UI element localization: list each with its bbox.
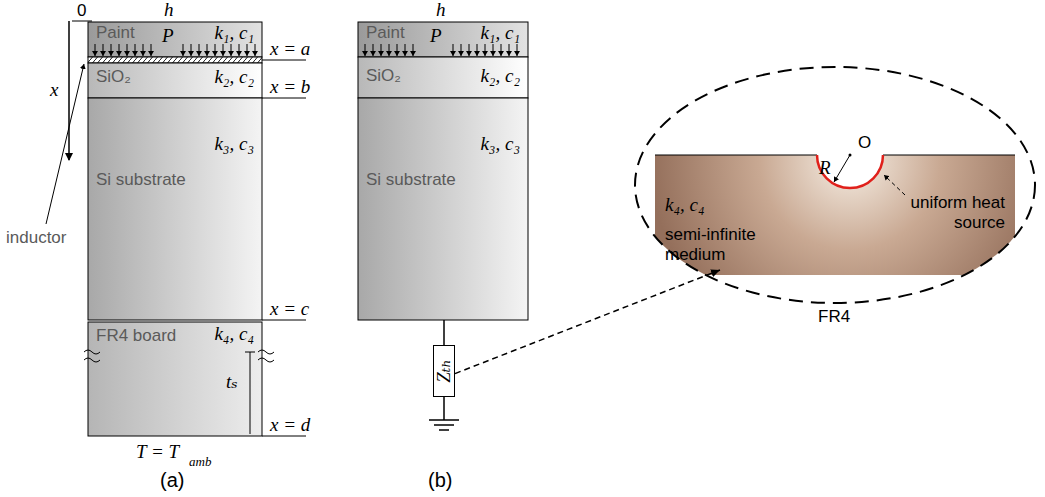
- node-text: SiO₂: [96, 67, 131, 87]
- panel-label: (b): [428, 470, 452, 490]
- thickness-label: tₛ: [226, 372, 238, 392]
- node-text: P: [162, 26, 174, 46]
- node-text: k₁, c₁: [214, 23, 254, 43]
- paint-layer: Paint Pk₁, c₁: [358, 22, 528, 57]
- boundary-condition: T = T: [136, 442, 179, 462]
- boundary-label: x = d: [270, 415, 310, 435]
- node-text: semi-infinite medium: [665, 225, 785, 265]
- node-text: k₃, c₃: [480, 134, 520, 154]
- width-label: h: [164, 0, 174, 20]
- si-substrate-layer: Si substrate k₃, c₃: [358, 98, 528, 320]
- panel-label: (a): [160, 470, 184, 490]
- width-label: h: [436, 0, 446, 20]
- boundary-label: x = c: [270, 299, 309, 319]
- node-text: SiO₂: [366, 66, 401, 86]
- inset-label: FR4: [818, 307, 850, 327]
- connector: [455, 270, 720, 374]
- node-text: Zₜₕ: [434, 359, 454, 382]
- axis-label: x: [50, 80, 58, 100]
- paint-layer: Paint Pk₁, c₁: [88, 22, 262, 57]
- boundary-label: x = b: [270, 77, 310, 97]
- radius-label: R: [819, 158, 831, 178]
- thermal-impedance-box: Zₜₕ: [433, 345, 455, 397]
- fr4-half-space-region: k₄, c₄ semi-infinite medium uniform heat s…: [655, 155, 1015, 270]
- boundary-label: x = a: [270, 39, 310, 59]
- si-substrate-layer: Si substrate k₃, c₃: [88, 98, 262, 320]
- node-text: FR4 board: [96, 326, 176, 346]
- node-text: k₃, c₃: [214, 134, 254, 154]
- node-text: P: [430, 26, 442, 46]
- subscript: amb: [189, 452, 211, 472]
- node-text: k₄, c₄: [665, 195, 705, 215]
- node-text: Si substrate: [96, 170, 186, 190]
- inductor-label: inductor: [6, 228, 66, 248]
- node-text: k₄, c₄: [214, 324, 254, 344]
- sio2-layer: SiO₂ k₂, c₂: [358, 57, 528, 98]
- sio2-layer: SiO₂ k₂, c₂: [88, 63, 262, 98]
- node-text: k₁, c₁: [480, 23, 520, 43]
- center-label: O: [858, 133, 871, 153]
- node-text: k₂, c₂: [214, 67, 254, 87]
- origin-label: 0: [77, 1, 86, 21]
- node-text: Paint: [96, 23, 135, 43]
- node-text: uniform heat source: [885, 193, 1005, 233]
- node-text: Paint: [366, 23, 405, 43]
- node-text: k₂, c₂: [480, 66, 520, 86]
- node-text: Si substrate: [366, 170, 456, 190]
- connector: [443, 320, 445, 345]
